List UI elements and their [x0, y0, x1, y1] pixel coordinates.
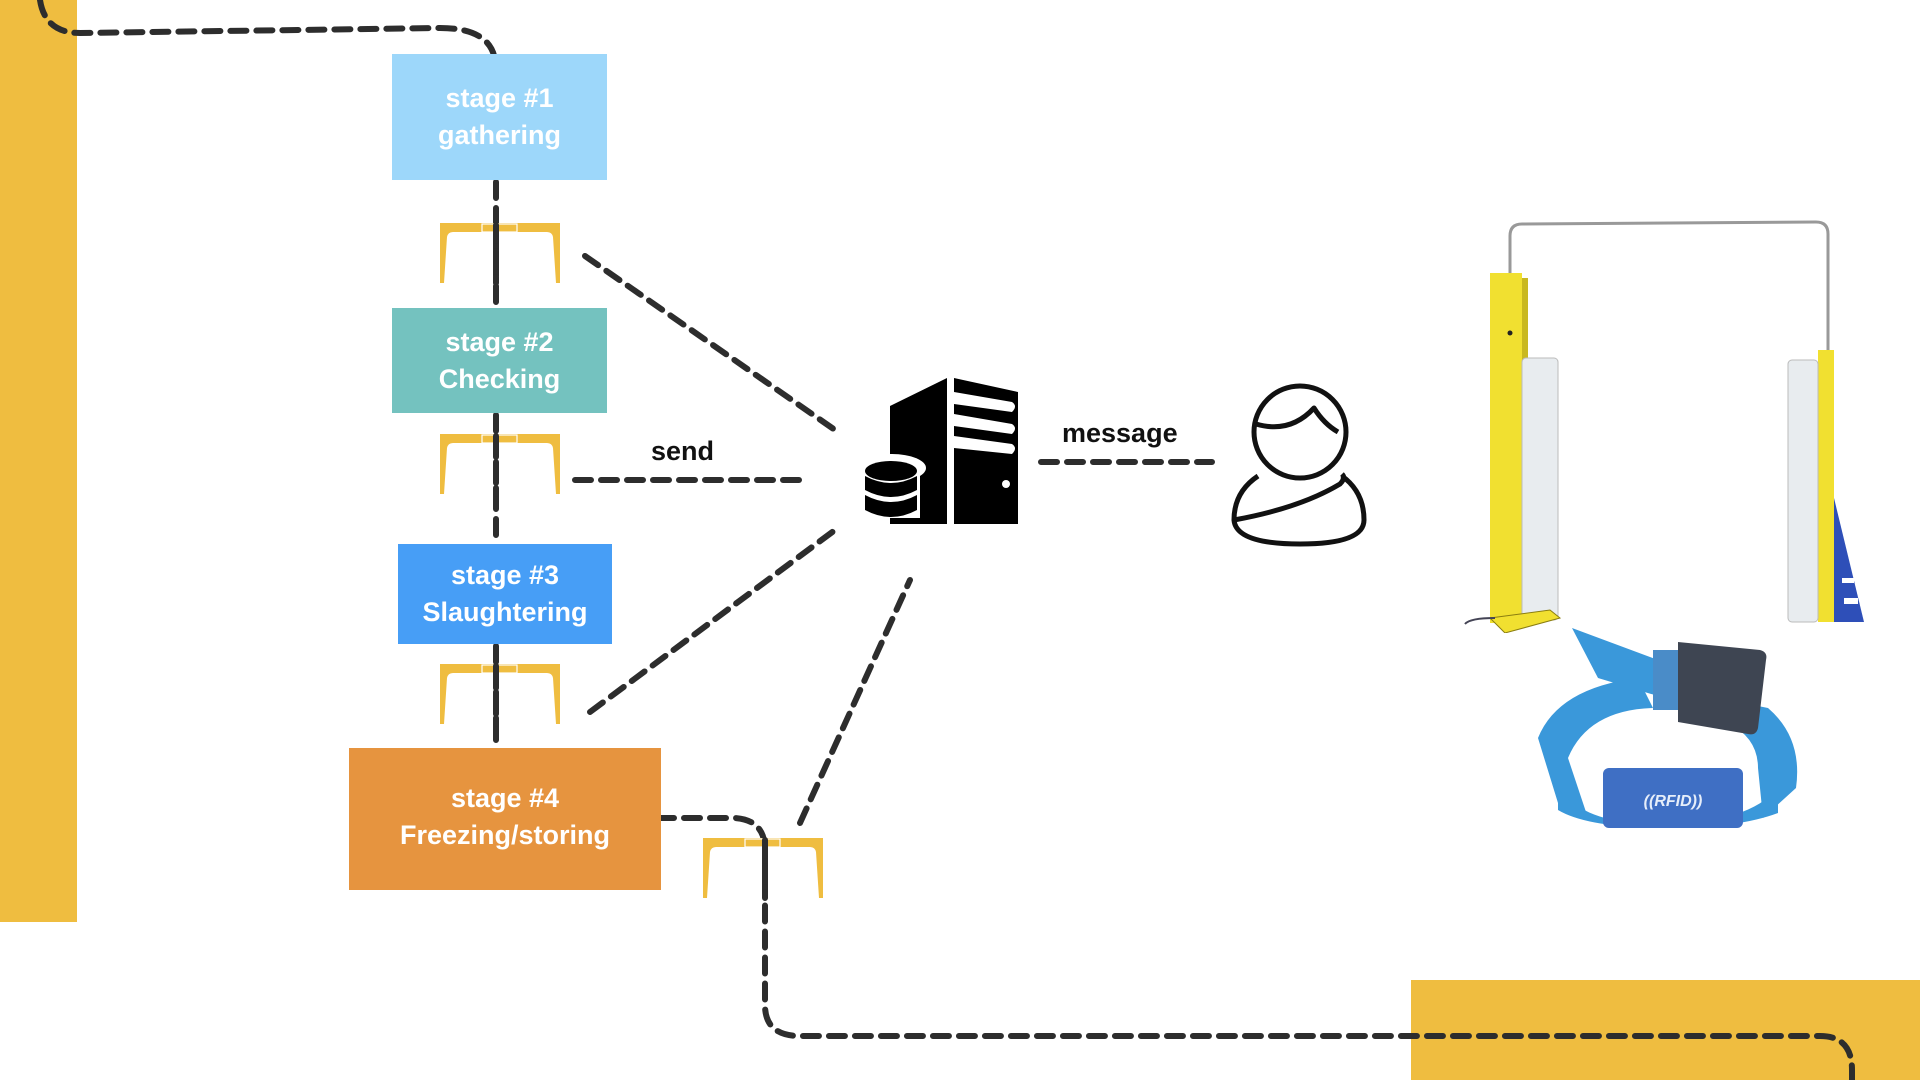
message-label: message [1062, 418, 1178, 448]
decorative-yellow-bar-left [0, 0, 77, 922]
flow-path-top [37, 0, 498, 63]
stage-name: Slaughtering [422, 597, 588, 627]
stage-number: stage #4 [450, 783, 560, 813]
stage-number: stage #3 [450, 560, 560, 590]
user-icon [1231, 383, 1367, 547]
stage-box-3: stage #3 Slaughtering [398, 544, 612, 644]
stage-name: gathering [437, 120, 561, 150]
stage-box-1: stage #1 gathering [392, 54, 607, 180]
link-gate3-to-server [587, 527, 838, 715]
rfid-wristband-image: ((RFID)) [1538, 628, 1798, 828]
rfid-reader-gate-icon-1 [440, 223, 560, 283]
rfid-reader-gate-icon-3 [440, 664, 560, 724]
send-label: send [651, 436, 715, 466]
rfid-reader-gate-icon-4 [703, 838, 823, 898]
decorative-yellow-block-bottom-right [1411, 980, 1920, 1080]
flow-path-stage4-to-exit [655, 815, 1855, 1080]
link-gate1-to-server [582, 253, 838, 433]
rfid-reader-gate-icon-2 [440, 434, 560, 494]
stage-box-2: stage #2 Checking [392, 308, 607, 413]
server-database-icon [862, 378, 1018, 524]
stage-name: Checking [438, 363, 561, 394]
stage-number: stage #2 [445, 326, 554, 357]
stage-box-4: stage #4 Freezing/storing [349, 748, 661, 890]
rfid-gate-reader-image [1464, 220, 1864, 633]
stage-name: Freezing/storing [399, 820, 610, 850]
link-gate4-to-server [797, 577, 913, 826]
rfid-wristband-label: ((RFID)) [1644, 793, 1703, 810]
stage-number: stage #1 [445, 83, 554, 113]
